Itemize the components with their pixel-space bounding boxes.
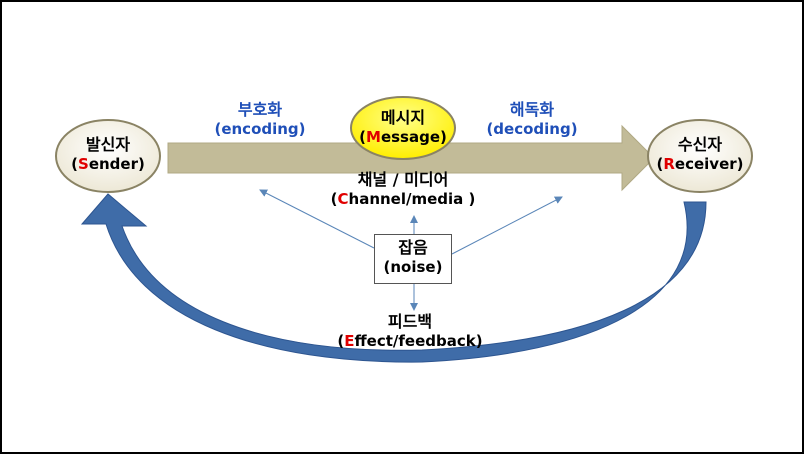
message-en-rest: essage) xyxy=(380,128,447,146)
message-en: (Message) xyxy=(348,128,458,147)
message-ko: 메시지 xyxy=(380,108,426,127)
receiver-en-rest: eceiver) xyxy=(674,155,744,173)
feedback-ko: 피드백 xyxy=(387,312,433,331)
message-en-initial: M xyxy=(366,128,381,146)
channel-en-rest: hannel/media ) xyxy=(348,190,476,208)
receiver-label: 수신자 (Receiver) xyxy=(646,135,754,174)
sender-node xyxy=(55,119,161,193)
channel-en: (Channel/media ) xyxy=(313,190,493,209)
feedback-en-initial: E xyxy=(344,332,355,350)
feedback-en-open: ( xyxy=(337,332,345,350)
decoding-label: 해독화 (decoding) xyxy=(472,100,592,139)
noise-arrow-right xyxy=(451,196,563,255)
feedback-en-rest: ffect/feedback) xyxy=(354,332,483,350)
noise-label: 잡음 (noise) xyxy=(374,238,452,277)
sender-en-open: ( xyxy=(71,155,79,173)
noise-ko: 잡음 xyxy=(398,238,428,257)
receiver-node xyxy=(647,119,753,193)
channel-en-open: ( xyxy=(330,190,338,208)
encoding-label: 부호화 (encoding) xyxy=(200,100,320,139)
noise-arrow-left xyxy=(259,189,375,249)
message-label: 메시지 (Message) xyxy=(348,108,458,147)
encoding-ko: 부호화 xyxy=(237,100,283,119)
sender-en-rest: ender) xyxy=(88,155,145,173)
feedback-en: (Effect/feedback) xyxy=(320,332,500,351)
sender-label: 발신자 (Sender) xyxy=(58,135,158,174)
channel-en-initial: C xyxy=(337,190,349,208)
receiver-en-open: ( xyxy=(656,155,664,173)
feedback-label: 피드백 (Effect/feedback) xyxy=(320,312,500,351)
noise-en: (noise) xyxy=(383,258,443,276)
receiver-en-initial: R xyxy=(663,155,675,173)
encoding-en: (encoding) xyxy=(214,120,306,138)
sender-en-initial: S xyxy=(78,155,89,173)
feedback-arrow xyxy=(80,193,707,363)
decoding-en: (decoding) xyxy=(486,120,578,138)
message-node xyxy=(350,96,456,160)
message-en-open: ( xyxy=(359,128,366,146)
channel-ko: 채널 / 미디어 xyxy=(357,170,449,189)
noise-box xyxy=(374,234,452,284)
channel-label: 채널 / 미디어 (Channel/media ) xyxy=(313,170,493,209)
receiver-ko: 수신자 xyxy=(677,135,723,154)
sender-ko: 발신자 xyxy=(85,135,131,154)
decoding-ko: 해독화 xyxy=(509,100,555,119)
sender-en: (Sender) xyxy=(58,155,158,174)
receiver-en: (Receiver) xyxy=(646,155,754,174)
